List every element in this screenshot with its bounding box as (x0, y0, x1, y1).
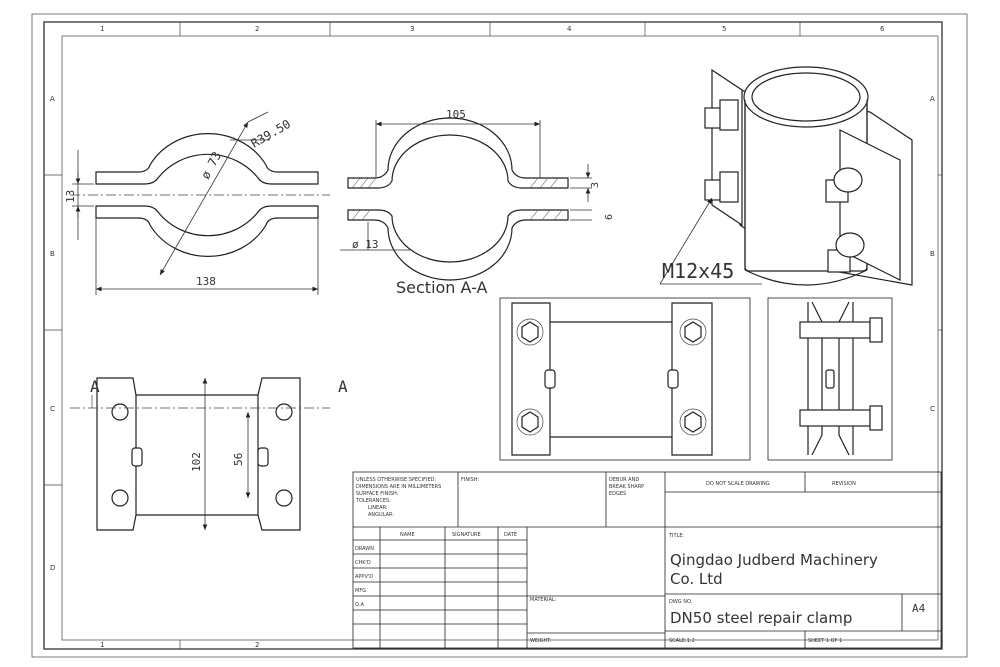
dim-hole-spacing: 56 (232, 453, 245, 466)
note-5: LINEAR: (368, 505, 388, 511)
grid-row-right-c: C (930, 405, 935, 413)
elevation-view (499, 297, 751, 461)
note-4: TOLERANCES: (355, 498, 391, 504)
grid-row-d: D (50, 564, 55, 572)
part-name: DN50 steel repair clamp (670, 609, 852, 627)
drawing-border (61, 35, 939, 641)
grid-col-1: 1 (100, 25, 104, 33)
grid-labels: 1 2 3 4 5 6 1 2 A B C D A B C (50, 25, 935, 649)
grid-row-right-b: B (930, 250, 935, 258)
note-6: ANGULAR: (368, 512, 394, 518)
do-not-scale: DO NOT SCALE DRAWING (706, 481, 770, 487)
dim-thickness-top: 3 (590, 182, 601, 188)
isometric-view: M12x45 (659, 66, 913, 286)
col-header-signature: SIGNATURE (452, 532, 481, 538)
dim-thickness-bottom: 6 (604, 214, 615, 220)
dim-bend-radius: R39.50 (249, 117, 294, 151)
note-3: SURFACE FINISH: (356, 491, 399, 497)
grid-col-3: 3 (410, 25, 414, 33)
note-1: UNLESS OTHERWISE SPECIFIED: (356, 477, 436, 483)
section-view: 105 3 6 ø 13 Section A-A (340, 108, 615, 297)
deburr-label-1: DEBUR AND (609, 477, 639, 483)
col-header-name: NAME (400, 532, 415, 538)
row-drawn: DRAWN (355, 546, 374, 552)
top-view: A A 102 56 (70, 377, 348, 531)
grid-ticks (44, 22, 942, 649)
note-2: DIMENSIONS ARE IN MILLIMETERS (356, 484, 441, 490)
grid-col-6: 6 (880, 25, 885, 33)
bolt-callout: M12x45 (662, 259, 734, 283)
dim-hole-diameter: ø 13 (352, 238, 379, 251)
grid-col-bottom-1: 1 (100, 641, 104, 649)
dwg-no-label: DWG NO. (669, 599, 693, 605)
scale-label: SCALE:1:2 (669, 638, 695, 644)
section-title: Section A-A (396, 278, 488, 297)
sheet-size: A4 (912, 602, 926, 615)
grid-col-2: 2 (255, 25, 259, 33)
outer-frame (31, 13, 968, 658)
section-marker-right: A (338, 377, 348, 396)
grid-row-a: A (50, 95, 55, 103)
title-label: TITLE: (668, 533, 685, 539)
grid-col-5: 5 (722, 25, 726, 33)
deburr-label-3: EDGES (609, 491, 626, 497)
grid-row-right-a: A (930, 95, 935, 103)
revision-label: REVISION (832, 481, 856, 487)
row-qa: Q.A (355, 602, 365, 608)
row-checked: CHK'D (355, 560, 371, 566)
section-marker-left: A (90, 377, 100, 396)
side-view (767, 297, 893, 461)
sheet-label: SHEET 1 OF 1 (808, 638, 842, 644)
deburr-label-2: BREAK SHARP (609, 484, 644, 490)
material-label: MATERIAL: (530, 597, 557, 603)
company-name-line-1: Qingdao Judberd Machinery (670, 551, 878, 569)
title-block: UNLESS OTHERWISE SPECIFIED: DIMENSIONS A… (352, 471, 942, 649)
grid-col-bottom-2: 2 (255, 641, 259, 649)
col-header-date: DATE (504, 532, 517, 538)
dim-length-overall: 102 (190, 452, 203, 472)
bolt-group (704, 99, 865, 273)
dim-span: 105 (446, 108, 466, 121)
dim-overall-width: 138 (196, 275, 216, 288)
grid-row-b: B (50, 250, 55, 258)
company-name-line-2: Co. Ltd (670, 570, 723, 588)
inner-frame (43, 21, 943, 650)
dim-flange-height: 13 (64, 190, 77, 203)
front-view: ø 73 R39.50 13 138 (64, 111, 330, 295)
row-mfg: MFG (355, 588, 366, 594)
grid-col-4: 4 (567, 25, 572, 33)
row-approved: APPV'D (355, 574, 373, 580)
grid-row-c: C (50, 405, 55, 413)
weight-label: WEIGHT: (530, 638, 552, 644)
finish-label: FINISH: (461, 477, 479, 483)
